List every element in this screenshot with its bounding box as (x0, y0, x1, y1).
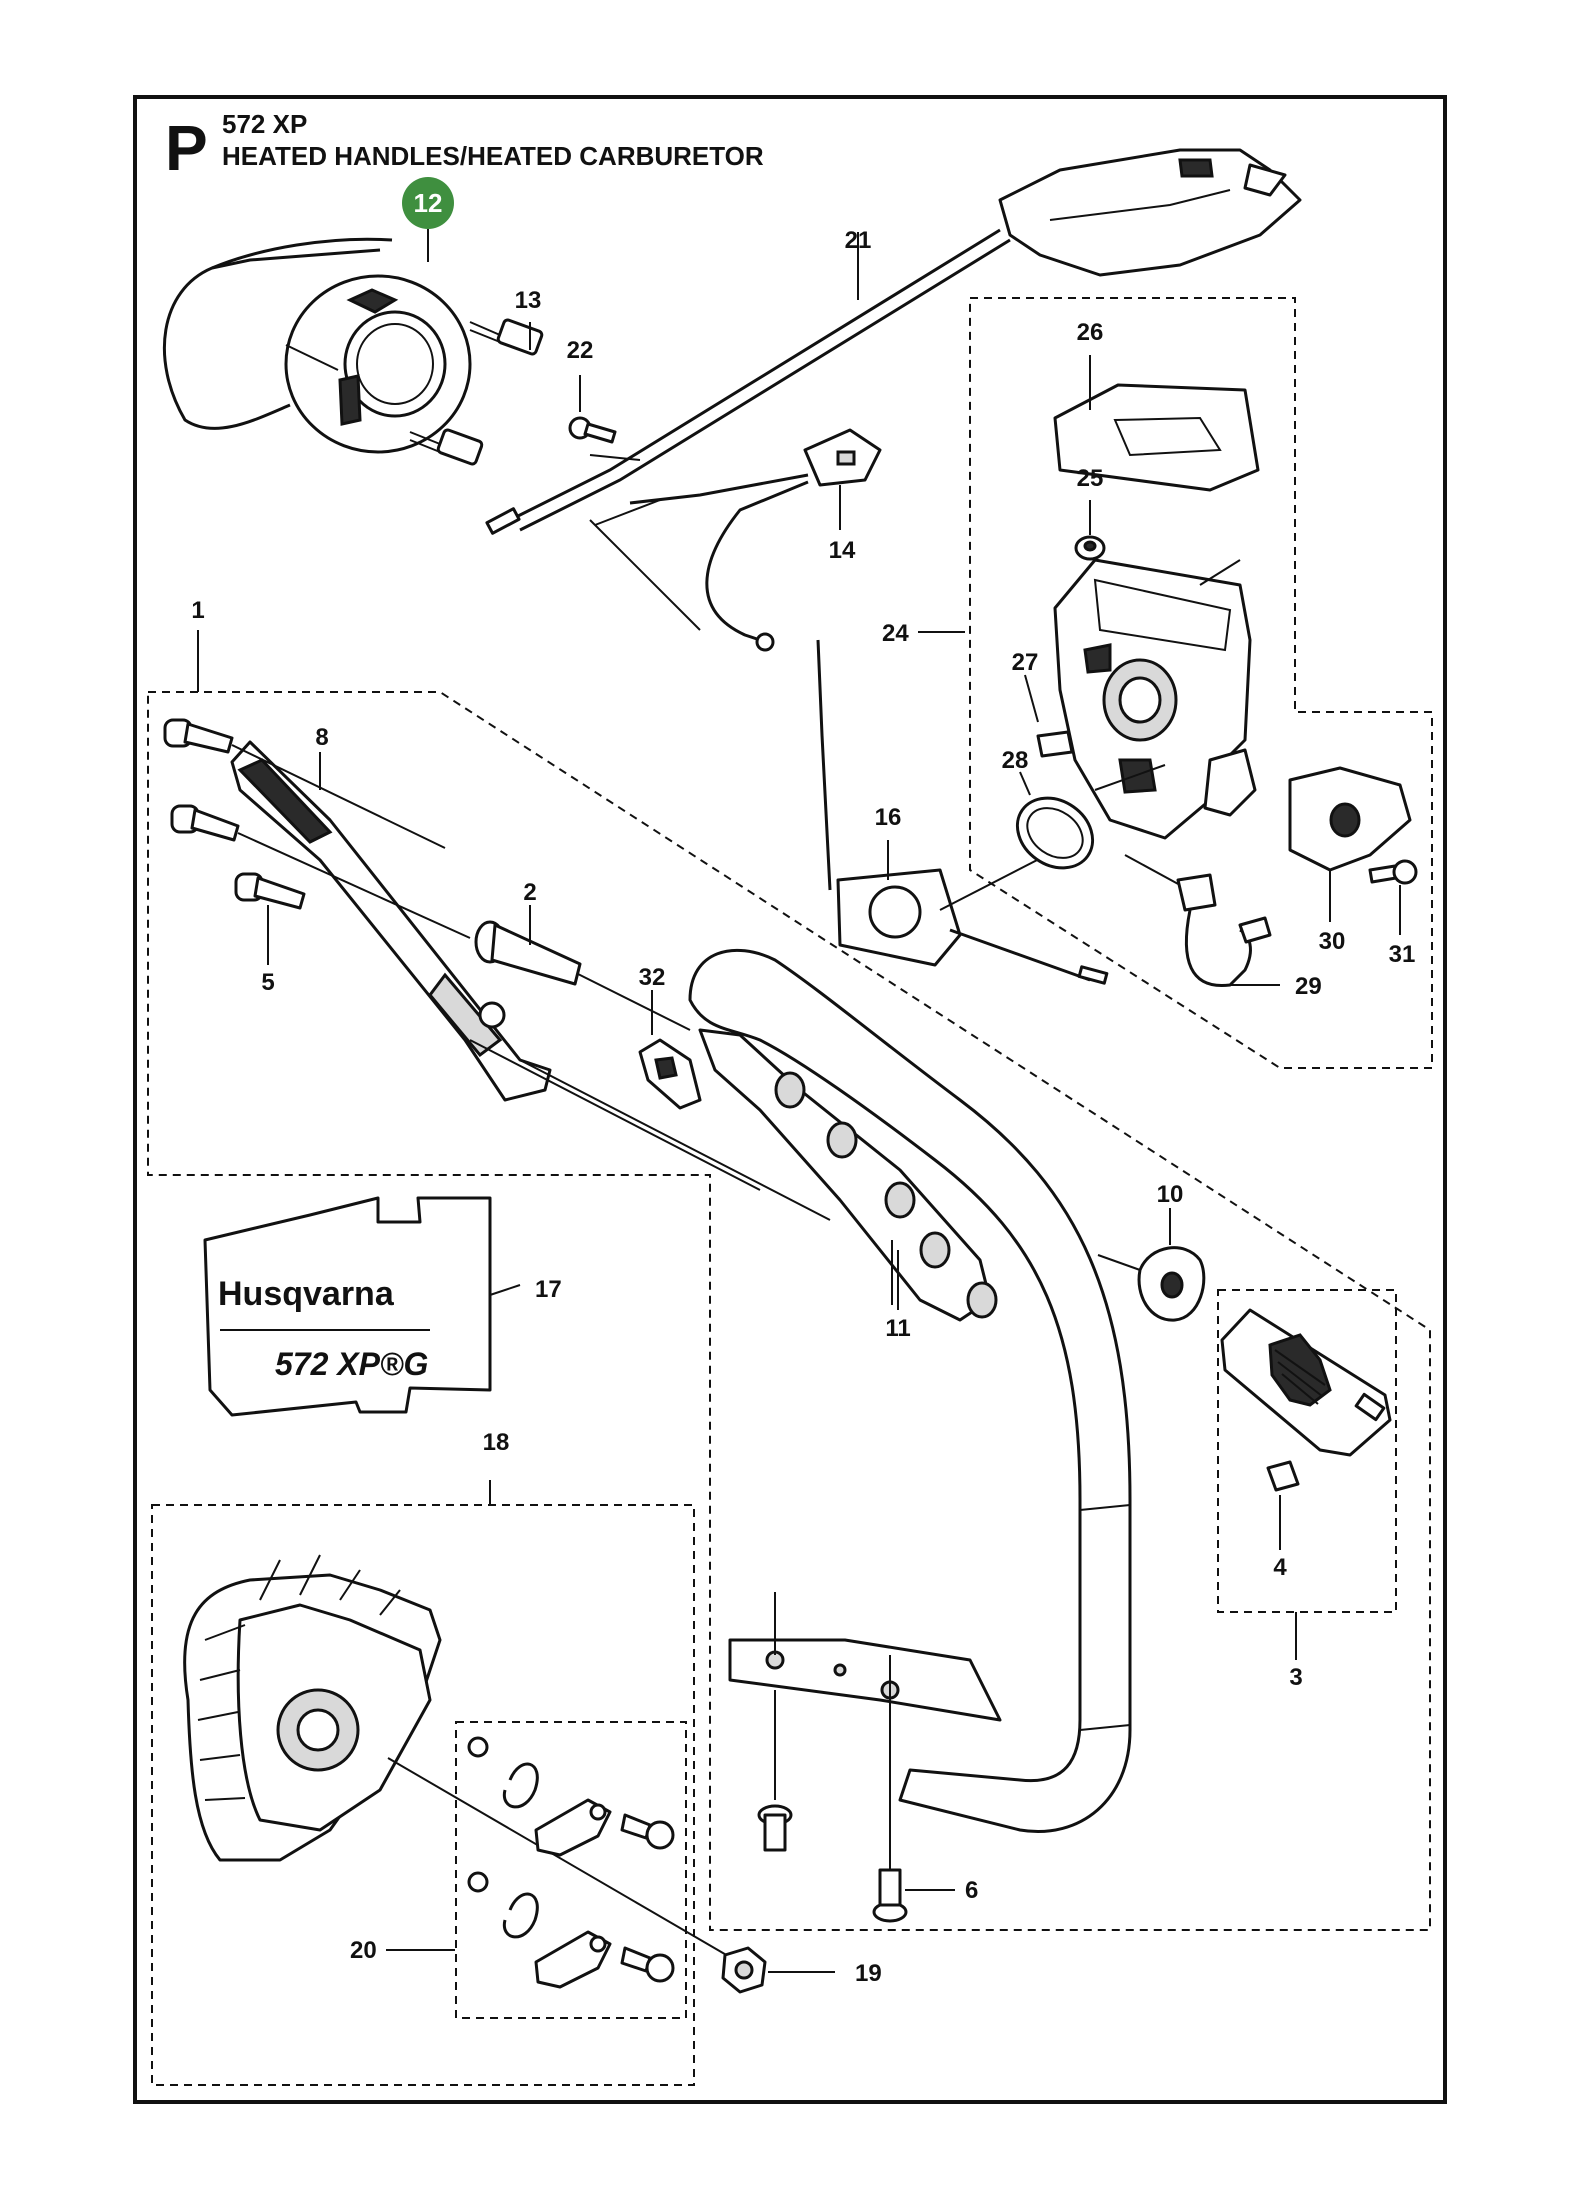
screw-part-22 (568, 375, 617, 444)
callout-30: 30 (1319, 928, 1346, 955)
flywheel-part-18 (183, 1480, 736, 1961)
nut-part-19 (721, 1946, 835, 1994)
callout-20: 20 (350, 1937, 377, 1964)
callout-22: 22 (567, 337, 594, 364)
group-outline-24 (969, 297, 1433, 1069)
callout-32: 32 (639, 964, 666, 991)
callout-28: 28 (1002, 747, 1029, 774)
decal-part-17: Husqvarna 572 XP®G (203, 1196, 521, 1417)
diagram-frame (133, 95, 1447, 2104)
callout-2: 2 (523, 879, 536, 906)
callout-25: 25 (1077, 465, 1104, 492)
model-name: 572 XP (222, 109, 307, 139)
front-handle-bar (469, 948, 1132, 1833)
screws-part-13 (409, 318, 544, 466)
group-outline-3 (1217, 1289, 1397, 1613)
switch-part-14 (589, 428, 882, 652)
group-outline-18 (151, 1504, 695, 2086)
spring-part-3 (1220, 1308, 1392, 1660)
oring-part-28 (1015, 764, 1166, 870)
bolt-part-2 (474, 905, 691, 1031)
bolts-part-6 (757, 1804, 955, 1923)
rear-handle-part-21 (485, 148, 1302, 535)
screw-part-31 (1368, 859, 1418, 935)
group-outline-20 (455, 1721, 687, 2019)
callout-14: 14 (829, 537, 856, 564)
clip-part-32 (638, 990, 702, 1110)
heating-coil-part-12 (162, 237, 472, 454)
mount-plate (728, 1592, 1002, 1890)
callout-19: 19 (855, 1960, 882, 1987)
callout-16: 16 (875, 804, 902, 831)
callout-10: 10 (1157, 1181, 1184, 1208)
group-outline-1 (147, 691, 1431, 1931)
callout-21: 21 (845, 227, 872, 254)
callout-3: 3 (1289, 1664, 1302, 1691)
callout-13: 13 (515, 287, 542, 314)
harness-part-29 (1124, 854, 1280, 988)
bracket-part-30 (1288, 766, 1412, 922)
decal-brand: Husqvarna (218, 1275, 395, 1313)
section-letter: P (165, 112, 208, 184)
callout-6: 6 (965, 1877, 978, 1904)
callout-31: 31 (1389, 941, 1416, 968)
callout-18: 18 (483, 1429, 510, 1456)
bracket-part-8 (230, 740, 552, 1102)
callout-27: 27 (1012, 649, 1039, 676)
callout-4: 4 (1273, 1554, 1287, 1581)
damper-part-10 (1097, 1208, 1206, 1322)
callout-26: 26 (1077, 319, 1104, 346)
section-title: HEATED HANDLES/HEATED CARBURETOR (222, 141, 764, 171)
nut-part-25 (1074, 500, 1106, 561)
highlight-circle (402, 177, 454, 229)
housing-part-24 (918, 558, 1257, 840)
cover-part-26 (1053, 355, 1260, 492)
gasket-part-16 (816, 639, 1109, 985)
pawls-part-20 (386, 1736, 675, 1989)
callout-24: 24 (882, 620, 909, 647)
callout-17: 17 (535, 1276, 562, 1303)
callout-8: 8 (315, 724, 328, 751)
gasket-part-27 (1024, 674, 1074, 758)
callout-29: 29 (1295, 973, 1322, 1000)
decal-model: 572 XP®G (275, 1346, 428, 1382)
highlight-label: 12 (414, 188, 443, 218)
callout-5: 5 (261, 969, 274, 996)
callout-11: 11 (885, 1315, 910, 1342)
highlight-badge: 12 (402, 177, 454, 262)
callout-1: 1 (191, 597, 204, 624)
insert-part-4 (1266, 1460, 1300, 1550)
bolts-part-5 (163, 718, 471, 965)
